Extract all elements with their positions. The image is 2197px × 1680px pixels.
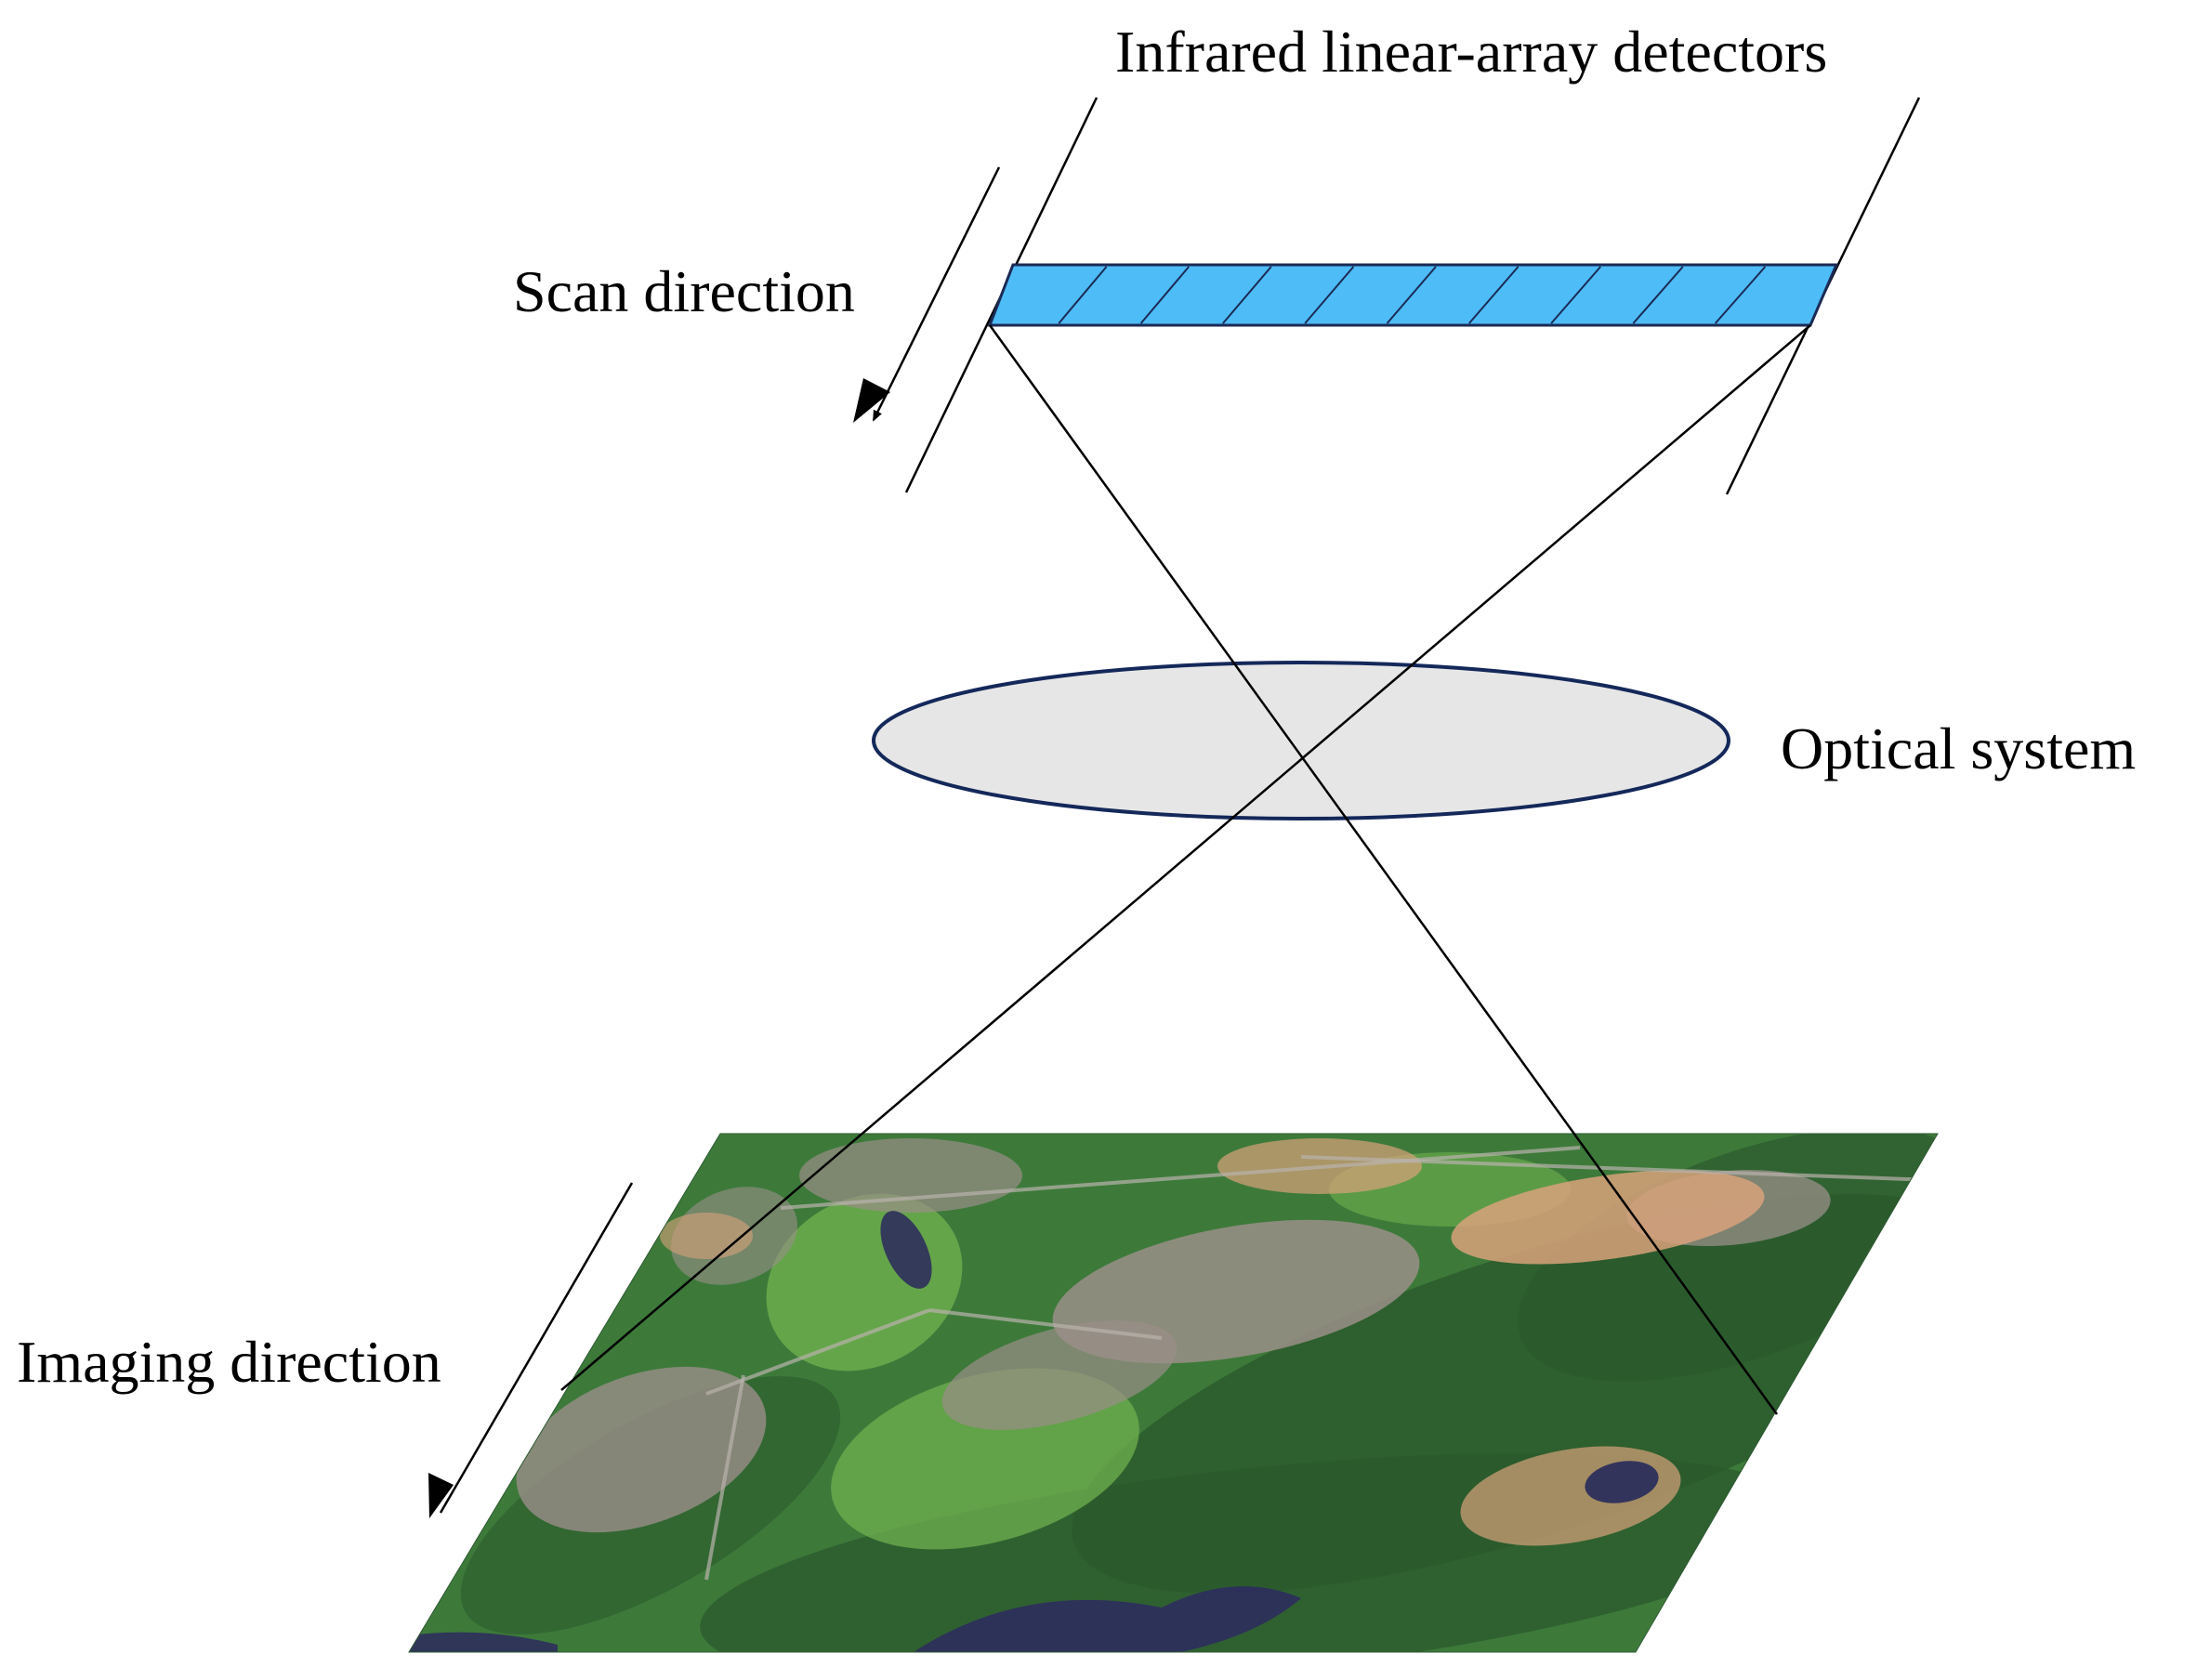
imaging-direction-arrowhead xyxy=(428,1473,454,1518)
detectors-label: Infrared linear-array detectors xyxy=(1115,19,1828,85)
terrain-bare-soil xyxy=(660,1213,753,1259)
terrain-pond xyxy=(1585,1461,1659,1503)
detector-array-body xyxy=(987,263,1839,327)
terrain-pond xyxy=(880,1211,932,1289)
imaging-direction-arrow xyxy=(439,1182,634,1514)
scan-direction-label: Scan direction xyxy=(513,258,855,324)
imaging-direction-label: Imaging direction xyxy=(17,1329,441,1395)
terrain-outline xyxy=(408,1133,1939,1653)
terrain-water-body xyxy=(911,1586,1301,1652)
terrain-patches xyxy=(409,1134,1938,1652)
infrared-linear-array-detector xyxy=(987,263,1839,327)
detector-cell-divider xyxy=(1058,266,1108,324)
terrain-road xyxy=(928,1308,1163,1340)
detector-cell-divider xyxy=(1468,266,1519,324)
terrain-road xyxy=(704,1374,745,1581)
satellite-terrain-image xyxy=(409,1134,1938,1652)
detector-cell-divider xyxy=(1550,266,1601,324)
scan-direction-arrowhead xyxy=(853,378,890,423)
terrain-urban-area xyxy=(941,1320,1177,1430)
terrain-bare-soil xyxy=(1451,1170,1765,1265)
terrain-water-body xyxy=(409,1632,558,1652)
optical-system-label: Optical system xyxy=(1781,715,2137,781)
terrain-urban-area xyxy=(516,1366,767,1533)
detector-cell-divider xyxy=(1139,266,1190,324)
detector-cell-divider xyxy=(1222,266,1272,324)
detector-cell-divider xyxy=(1304,266,1355,324)
terrain-urban-area xyxy=(799,1138,1022,1213)
detector-cell-dividers xyxy=(1058,266,1767,324)
ray-line-right-to-left xyxy=(560,324,1811,1391)
ray-line-left-to-right xyxy=(988,324,1779,1415)
optical-system-lens xyxy=(872,661,1730,820)
terrain-forest-ridge xyxy=(1517,1134,1938,1382)
detector-cell-divider xyxy=(1386,266,1437,324)
detector-cell-divider xyxy=(1714,266,1767,324)
terrain-road xyxy=(780,1146,1581,1210)
terrain-road xyxy=(1300,1155,1934,1182)
detector-cell-divider xyxy=(1632,266,1684,324)
scan-direction-arrow xyxy=(872,166,1001,422)
